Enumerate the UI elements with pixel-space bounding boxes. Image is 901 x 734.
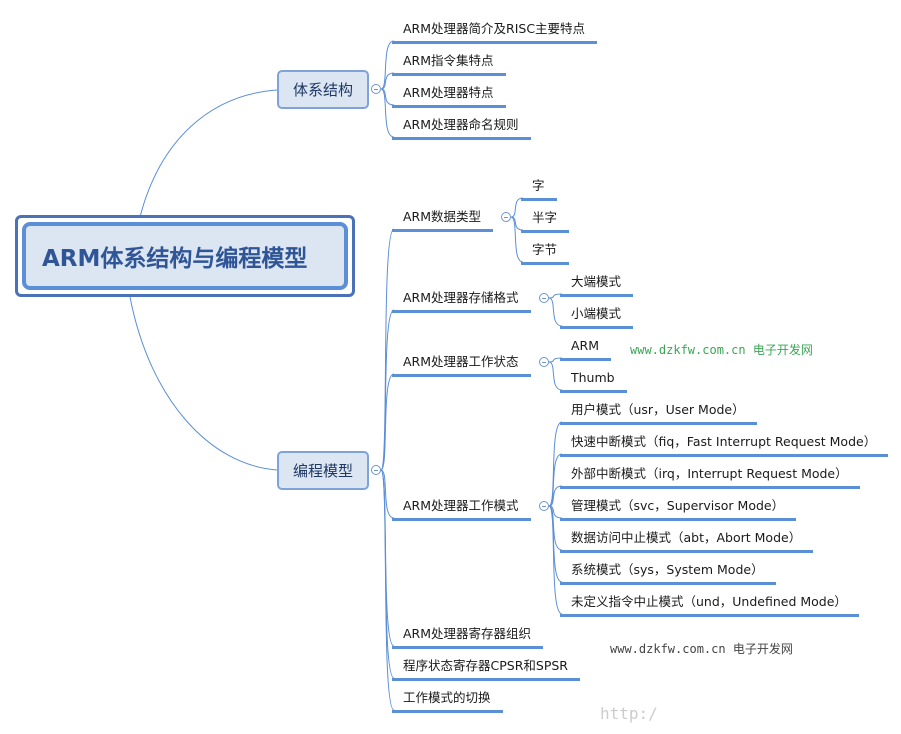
collapse-icon[interactable] [371,465,381,475]
topic-state-arm[interactable]: ARM [560,337,612,361]
branch-architecture[interactable]: 体系结构 [277,70,369,109]
connector [380,88,395,138]
topic-naming-rules[interactable]: ARM处理器命名规则 [392,116,531,140]
branch-programming-model[interactable]: 编程模型 [277,451,369,490]
topic-storage-format[interactable]: ARM处理器存储格式 [392,289,531,313]
topic-byte[interactable]: 字节 [521,241,570,265]
topic-working-modes[interactable]: ARM处理器工作模式 [392,497,531,521]
connector [380,40,395,90]
topic-registers[interactable]: ARM处理器寄存器组织 [392,625,544,649]
topic-big-endian[interactable]: 大端模式 [560,273,634,297]
mode-sys[interactable]: 系统模式（sys，System Mode） [560,561,776,585]
collapse-icon[interactable] [539,293,549,303]
topic-cpsr-spsr[interactable]: 程序状态寄存器CPSR和SPSR [392,657,580,681]
topic-instruction-set[interactable]: ARM指令集特点 [392,52,506,76]
topic-word[interactable]: 字 [521,177,557,201]
mode-abt[interactable]: 数据访问中止模式（abt，Abort Mode） [560,529,814,553]
collapse-icon[interactable] [539,501,549,511]
topic-halfword[interactable]: 半字 [521,209,570,233]
collapse-icon[interactable] [539,357,549,367]
mode-usr[interactable]: 用户模式（usr，User Mode） [560,401,757,425]
watermark: www.dzkfw.com.cn 电子开发网 [610,642,793,656]
connector [380,469,395,711]
connector [380,373,395,471]
mode-fiq[interactable]: 快速中断模式（fiq，Fast Interrupt Request Mode） [560,433,889,457]
connector [548,485,563,507]
connector [548,505,563,615]
mode-svc[interactable]: 管理模式（svc，Supervisor Mode） [560,497,797,521]
connector [548,453,563,507]
connector [548,297,563,327]
connector [548,361,563,391]
connector [380,228,395,471]
watermark: www.dzkfw.com.cn 电子开发网 [630,343,813,357]
topic-mode-switch[interactable]: 工作模式的切换 [392,689,503,713]
topic-working-state[interactable]: ARM处理器工作状态 [392,353,531,377]
connector [510,216,524,263]
topic-state-thumb[interactable]: Thumb [560,369,627,393]
root-title: ARM体系结构与编程模型 [42,246,308,272]
watermark: http:/ [600,704,658,723]
topic-little-endian[interactable]: 小端模式 [560,305,634,329]
connector [380,469,395,519]
root-node[interactable]: ARM体系结构与编程模型 [15,215,355,297]
connector [510,197,524,218]
mode-irq[interactable]: 外部中断模式（irq，Interrupt Request Mode） [560,465,860,489]
connector [129,296,278,471]
collapse-icon[interactable] [501,212,511,222]
collapse-icon[interactable] [371,84,381,94]
mode-und[interactable]: 未定义指令中止模式（und，Undefined Mode） [560,593,859,617]
connector [380,72,395,90]
topic-data-types[interactable]: ARM数据类型 [392,208,494,232]
topic-processor-features[interactable]: ARM处理器特点 [392,84,506,108]
topic-arm-intro[interactable]: ARM处理器简介及RISC主要特点 [392,20,598,44]
connector [139,89,278,218]
